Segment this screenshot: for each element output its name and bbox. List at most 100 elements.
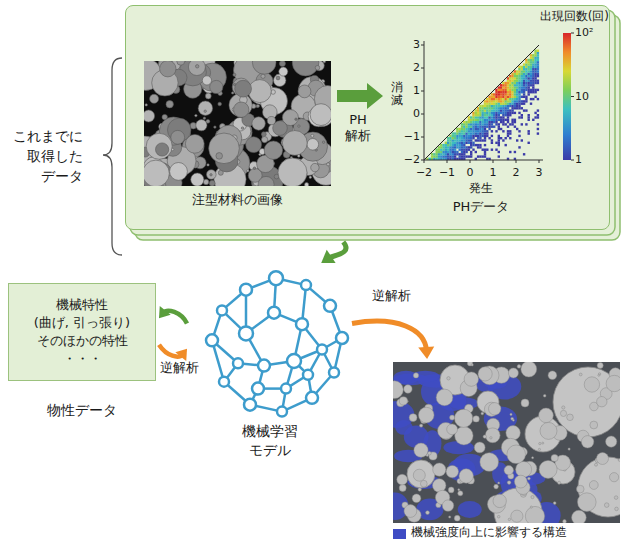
particle <box>516 461 532 477</box>
heat-cell <box>518 73 520 75</box>
heat-cell <box>521 139 523 141</box>
particle <box>578 493 597 512</box>
heat-cell <box>514 107 516 109</box>
particle <box>407 460 435 488</box>
heat-cell <box>521 66 523 68</box>
heat-cell <box>518 135 520 137</box>
particle <box>258 176 274 186</box>
heat-cell <box>521 77 523 79</box>
heat-cell <box>445 153 447 155</box>
heat-cell <box>509 103 511 105</box>
heat-cell <box>475 144 477 146</box>
tick-mark <box>421 137 424 138</box>
heat-cell <box>482 105 484 107</box>
heat-cell <box>477 135 479 137</box>
heat-cell <box>488 121 490 123</box>
heat-cell <box>495 116 497 118</box>
network-unit <box>269 271 283 285</box>
heat-cell <box>468 132 470 134</box>
heat-cell <box>523 109 525 111</box>
heat-cell <box>507 77 509 79</box>
particle <box>209 180 215 186</box>
heat-cell <box>525 86 527 88</box>
heat-cell <box>493 93 495 95</box>
heat-cell <box>484 149 486 151</box>
heat-cell <box>505 144 507 146</box>
particle <box>567 414 574 421</box>
colorbar-tick: 1 <box>575 153 582 166</box>
particle <box>598 374 600 376</box>
heat-cell <box>528 86 530 88</box>
heat-cell <box>470 123 472 125</box>
heat-cell <box>528 73 530 75</box>
heat-cell <box>523 63 525 65</box>
heat-cell <box>537 98 539 100</box>
heat-cell <box>537 132 539 134</box>
heat-cell <box>502 105 504 107</box>
particle <box>202 76 211 85</box>
heat-cell <box>507 82 509 84</box>
heat-cell <box>482 119 484 121</box>
particle <box>145 104 147 106</box>
property-line: そのほかの特性 <box>13 332 151 350</box>
heat-cell <box>528 82 530 84</box>
particle <box>508 518 510 520</box>
heat-cell <box>516 100 518 102</box>
particle <box>560 410 566 416</box>
heat-cell <box>488 109 490 111</box>
heat-cell <box>502 112 504 114</box>
arrow-head <box>321 250 335 263</box>
heat-cell <box>475 123 477 125</box>
particle <box>160 61 176 77</box>
legend-swatch <box>393 529 406 539</box>
heat-cell <box>518 86 520 88</box>
heat-cell <box>452 151 454 153</box>
network-icon <box>190 265 350 420</box>
heat-cell <box>486 114 488 116</box>
heat-cell <box>514 84 516 86</box>
heat-cell <box>438 146 440 148</box>
particle <box>595 463 598 466</box>
particle <box>248 80 271 103</box>
heat-cell <box>518 70 520 72</box>
heat-cell <box>479 135 481 137</box>
heat-cell <box>461 153 463 155</box>
heat-cell <box>472 144 474 146</box>
particle <box>548 371 557 380</box>
heat-cell <box>509 109 511 111</box>
heat-cell <box>475 151 477 153</box>
heat-cell <box>479 114 481 116</box>
particle <box>579 373 582 376</box>
heat-cell <box>452 155 454 157</box>
heat-cell <box>507 98 509 100</box>
heat-cell <box>521 84 523 86</box>
heat-cell <box>525 109 527 111</box>
particle <box>578 457 620 517</box>
particle <box>279 61 285 67</box>
heat-cell <box>532 73 534 75</box>
particle <box>170 163 188 181</box>
heat-cell <box>518 130 520 132</box>
heat-cell <box>509 100 511 102</box>
heat-cell <box>523 103 525 105</box>
heat-cell <box>523 75 525 77</box>
network-unit <box>277 407 287 417</box>
heat-cell <box>516 89 518 91</box>
heat-cell <box>498 137 500 139</box>
network-unit <box>219 377 229 387</box>
particle <box>562 406 565 409</box>
heat-cell <box>493 107 495 109</box>
heat-cell <box>505 123 507 125</box>
heat-cell <box>477 119 479 121</box>
heat-cell <box>442 155 444 157</box>
heat-cell <box>509 137 511 139</box>
heat-cell <box>498 109 500 111</box>
strength-region <box>411 371 439 382</box>
heat-cell <box>534 70 536 72</box>
heat-cell <box>491 112 493 114</box>
heat-cell <box>468 135 470 137</box>
particle <box>494 484 499 489</box>
axis-tick: 3 <box>413 38 420 51</box>
heat-cell <box>449 151 451 153</box>
particle <box>481 412 484 415</box>
